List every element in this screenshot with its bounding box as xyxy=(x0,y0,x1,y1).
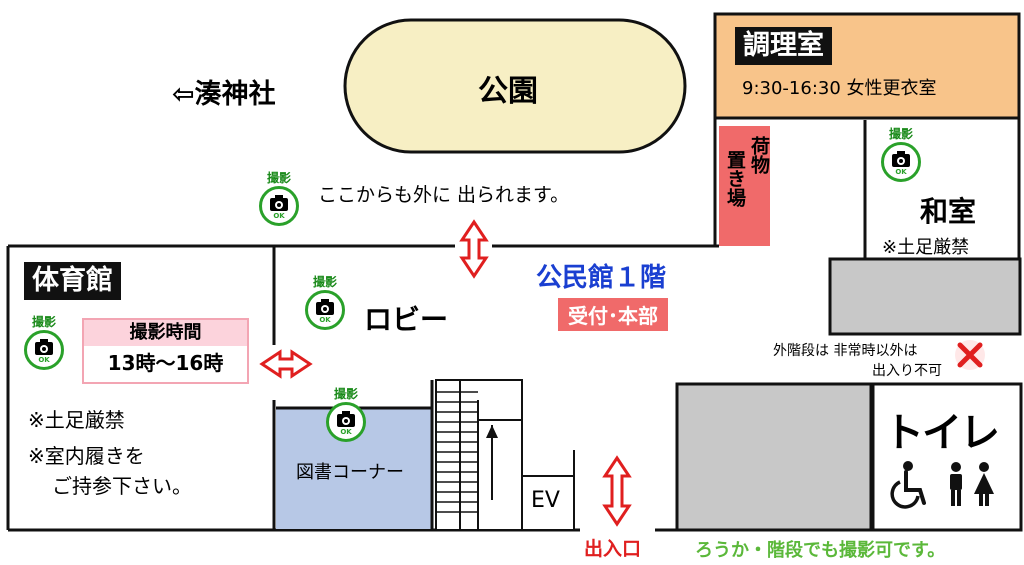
male-icon xyxy=(950,462,962,506)
camera-ok-badge-library: 撮影 OK xyxy=(322,388,370,450)
elevator-label: EV xyxy=(531,488,560,513)
library-label: 図書コーナー xyxy=(296,462,404,483)
toilet-label: トイレ xyxy=(884,410,1000,456)
kitchen-title: 調理室 xyxy=(735,27,832,65)
lobby-label: ロビー xyxy=(364,303,449,336)
wheelchair-icon xyxy=(890,461,926,509)
camera-ok-badge-gym: 撮影 OK xyxy=(20,316,68,378)
gym-note-2b: ご持参下さい。 xyxy=(52,474,192,498)
photo-time-value: 13時～16時 xyxy=(107,351,224,375)
gym-title: 体育館 xyxy=(24,262,121,300)
left-arrow-icon: ⇦ xyxy=(172,79,195,110)
reception-label: 受付･本部 xyxy=(558,298,668,331)
stairs xyxy=(435,379,523,531)
storage-label-right: 荷物 xyxy=(748,136,770,174)
female-icon xyxy=(974,462,994,506)
shrine-label: ⇦湊神社 xyxy=(172,79,276,110)
kitchen-note: 9:30-16:30 女性更衣室 xyxy=(742,78,937,99)
camera-ok-badge-washitsu: 撮影 OK xyxy=(877,128,925,190)
gym-note-2a: ※室内履きを xyxy=(28,444,145,468)
washitsu-title: 和室 xyxy=(920,195,977,228)
storage-area xyxy=(719,126,770,246)
camera-ok-badge-exit: 撮影 OK xyxy=(255,172,303,234)
gray-block-upper xyxy=(828,257,1022,336)
bottom-note: ろうか・階段でも撮影可です。 xyxy=(695,540,946,561)
exit-arrow-top xyxy=(459,219,489,279)
gym-door-arrow xyxy=(259,349,313,379)
outer-stairs-note-2: 出入り不可 xyxy=(872,363,942,379)
camera-ok-badge-lobby: 撮影 OK xyxy=(301,276,349,338)
photo-time-box: 撮影時間 13時～16時 xyxy=(82,318,249,384)
gym-note-1: ※土足厳禁 xyxy=(28,408,125,432)
gray-block-lower xyxy=(675,382,873,532)
outer-stairs-note-1: 外階段は 非常時以外は xyxy=(773,343,918,359)
no-entry-icon xyxy=(955,340,985,370)
photo-time-title: 撮影時間 xyxy=(84,320,247,346)
storage-label-left: 置き場 xyxy=(724,150,746,207)
park-label: 公園 xyxy=(478,74,538,109)
exit-note: ここからも外に 出られます。 xyxy=(318,184,570,206)
building-title: 公民館１階 xyxy=(536,263,667,293)
park-area xyxy=(343,18,687,154)
entrance-label: 出入口 xyxy=(584,538,642,560)
entrance-arrow xyxy=(602,455,632,527)
washitsu-note: ※土足厳禁 xyxy=(882,237,970,258)
